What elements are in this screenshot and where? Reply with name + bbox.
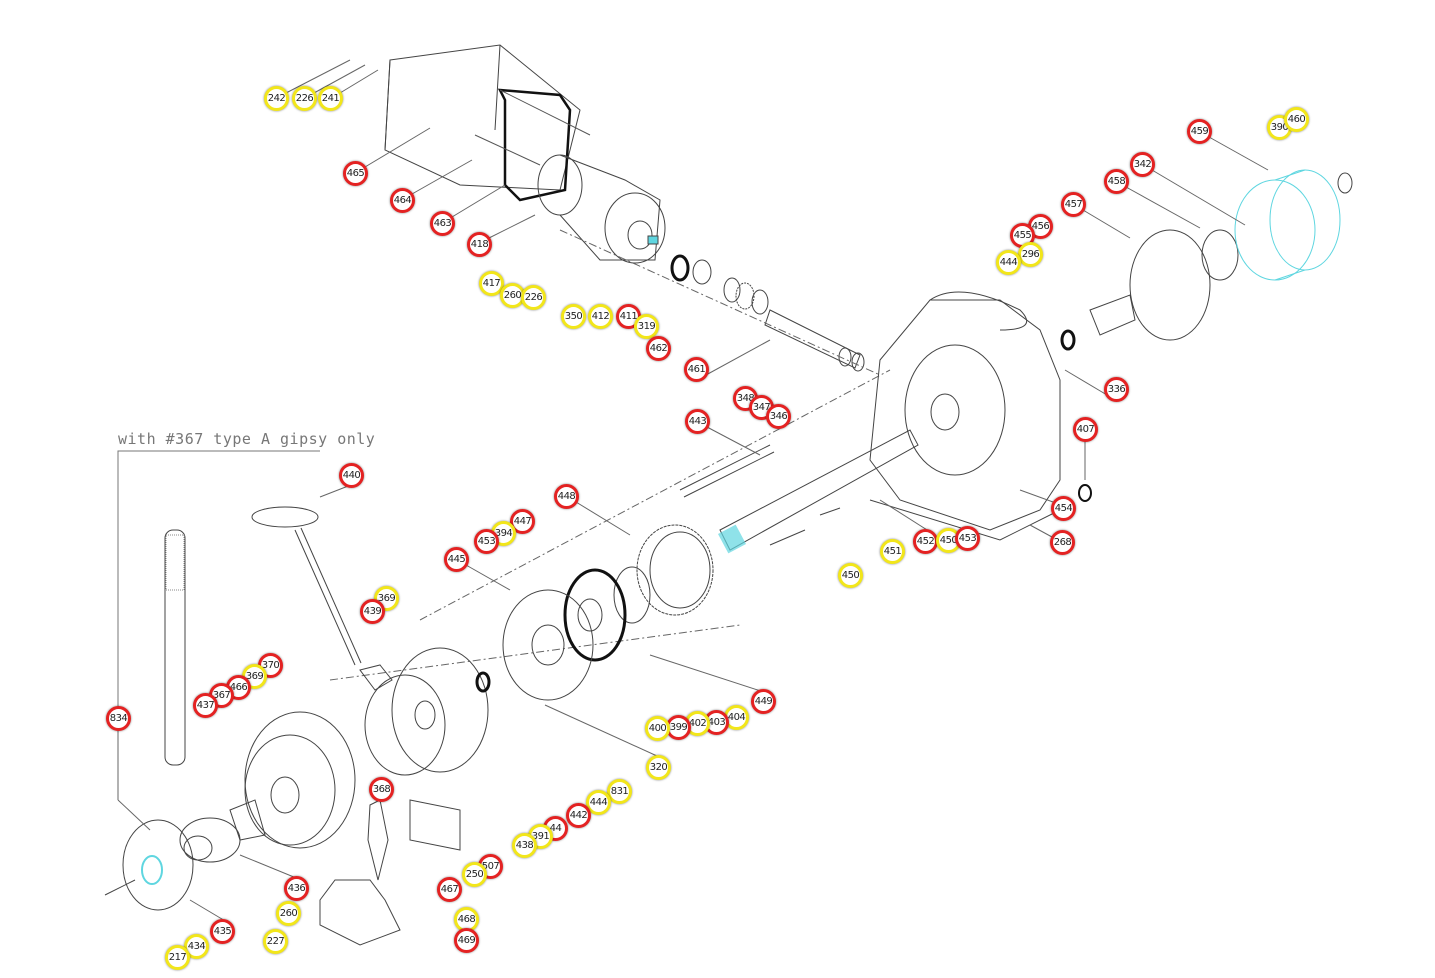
part-callout-418[interactable]: 418 <box>467 232 492 257</box>
part-callout-465[interactable]: 465 <box>343 161 368 186</box>
motor-cover <box>384 44 581 191</box>
part-callout-459[interactable]: 459 <box>1187 119 1212 144</box>
gipsy-note: with #367 type A gipsy only <box>118 430 376 448</box>
handwheel <box>122 819 194 911</box>
part-callout-450[interactable]: 450 <box>838 563 863 588</box>
part-callout-400[interactable]: 400 <box>645 716 670 741</box>
part-callout-444[interactable]: 444 <box>996 250 1021 275</box>
part-callout-458[interactable]: 458 <box>1104 169 1129 194</box>
main-shaft <box>719 429 919 551</box>
part-callout-435[interactable]: 435 <box>210 919 235 944</box>
part-callout-350[interactable]: 350 <box>561 304 586 329</box>
gasket <box>497 88 572 202</box>
o-ring <box>563 568 627 662</box>
part-callout-448[interactable]: 448 <box>554 484 579 509</box>
part-callout-463[interactable]: 463 <box>430 211 455 236</box>
part-callout-319[interactable]: 319 <box>634 314 659 339</box>
part-callout-346[interactable]: 346 <box>766 404 791 429</box>
shoe <box>409 799 461 851</box>
cone <box>229 799 266 841</box>
note-bracket <box>117 450 320 708</box>
shaft-tube <box>679 444 775 498</box>
gear <box>613 524 714 624</box>
part-callout-437[interactable]: 437 <box>193 693 218 718</box>
part-callout-831[interactable]: 831 <box>607 779 632 804</box>
part-callout-440[interactable]: 440 <box>339 463 364 488</box>
part-callout-452[interactable]: 452 <box>913 529 938 554</box>
part-callout-296[interactable]: 296 <box>1018 242 1043 267</box>
part-callout-336[interactable]: 336 <box>1104 377 1129 402</box>
base-bracket <box>319 879 401 946</box>
part-callout-412[interactable]: 412 <box>588 304 613 329</box>
part-callout-368[interactable]: 368 <box>369 777 394 802</box>
stripper <box>367 799 389 881</box>
part-callout-226[interactable]: 226 <box>521 285 546 310</box>
part-callout-443[interactable]: 443 <box>685 409 710 434</box>
part-callout-250[interactable]: 250 <box>462 862 487 887</box>
part-callout-444[interactable]: 444 <box>586 790 611 815</box>
part-callout-467[interactable]: 467 <box>437 877 462 902</box>
part-callout-370[interactable]: 370 <box>258 653 283 678</box>
part-callout-242[interactable]: 242 <box>264 86 289 111</box>
part-callout-464[interactable]: 464 <box>390 188 415 213</box>
warping-drum <box>1234 169 1341 281</box>
clutch-handwheel <box>251 506 319 528</box>
gearbox-housing <box>869 291 1061 541</box>
part-callout-407[interactable]: 407 <box>1073 417 1098 442</box>
leader-lines <box>117 59 1269 926</box>
part-callout-342[interactable]: 342 <box>1130 152 1155 177</box>
part-callout-417[interactable]: 417 <box>479 271 504 296</box>
tie-rods <box>474 89 591 166</box>
part-callout-439[interactable]: 439 <box>360 599 385 624</box>
part-callout-399[interactable]: 399 <box>666 715 691 740</box>
part-callout-834[interactable]: 834 <box>106 706 131 731</box>
warping-drum-guard <box>1129 229 1211 341</box>
part-callout-217[interactable]: 217 <box>165 945 190 970</box>
clutch-drum <box>359 647 489 776</box>
part-callout-241[interactable]: 241 <box>318 86 343 111</box>
part-callout-461[interactable]: 461 <box>684 357 709 382</box>
part-callout-468[interactable]: 468 <box>454 907 479 932</box>
part-callout-320[interactable]: 320 <box>646 755 671 780</box>
part-callout-469[interactable]: 469 <box>454 928 479 953</box>
part-callout-447[interactable]: 447 <box>510 509 535 534</box>
part-callout-260[interactable]: 260 <box>276 901 301 926</box>
part-callout-442[interactable]: 442 <box>566 803 591 828</box>
part-callout-226[interactable]: 226 <box>292 86 317 111</box>
part-callout-227[interactable]: 227 <box>263 929 288 954</box>
bearing-flange <box>502 589 594 701</box>
gipsy <box>244 711 356 849</box>
part-callout-436[interactable]: 436 <box>284 876 309 901</box>
part-callout-462[interactable]: 462 <box>646 336 671 361</box>
part-callout-460[interactable]: 460 <box>1284 107 1309 132</box>
part-callout-438[interactable]: 438 <box>512 833 537 858</box>
part-callout-445[interactable]: 445 <box>444 547 469 572</box>
part-callout-451[interactable]: 451 <box>880 539 905 564</box>
part-callout-268[interactable]: 268 <box>1050 530 1075 555</box>
part-callout-260[interactable]: 260 <box>500 283 525 308</box>
worm-shaft <box>764 309 861 369</box>
part-callout-453[interactable]: 453 <box>474 529 499 554</box>
part-callout-449[interactable]: 449 <box>751 689 776 714</box>
motor <box>537 154 666 264</box>
winch-handle <box>164 529 186 766</box>
part-callout-453[interactable]: 453 <box>955 526 980 551</box>
part-callout-454[interactable]: 454 <box>1051 496 1076 521</box>
part-callout-457[interactable]: 457 <box>1061 192 1086 217</box>
